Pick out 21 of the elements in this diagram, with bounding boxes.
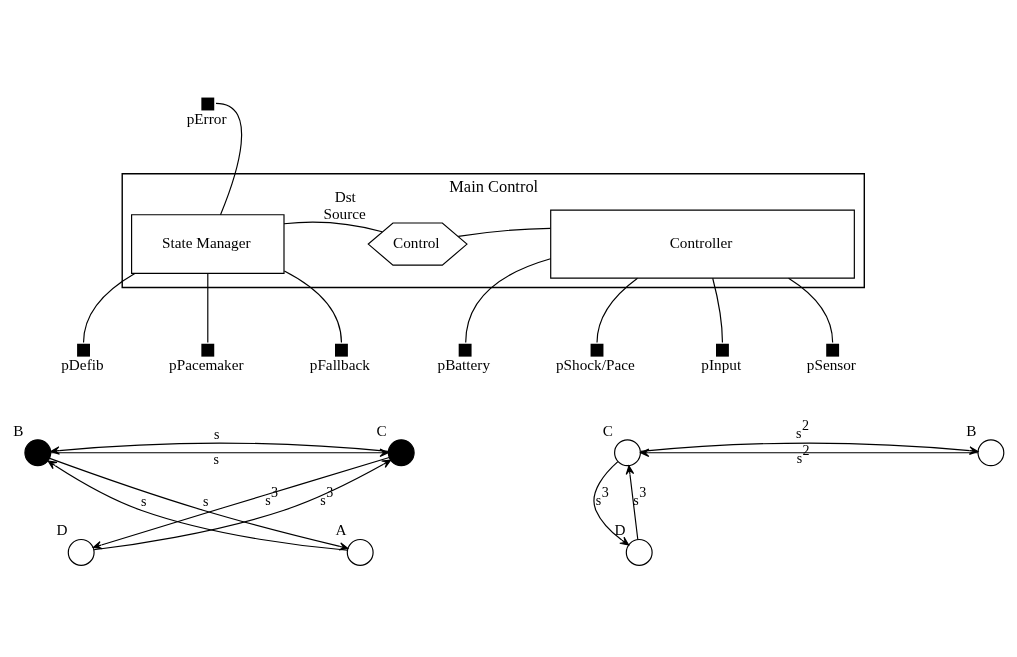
node-label: A — [335, 521, 347, 539]
node-label: B — [13, 421, 24, 439]
node-label: pDefib — [61, 356, 104, 373]
node-label: Source — [323, 204, 366, 222]
node-label: pBattery — [437, 356, 491, 373]
edge-label: s — [203, 493, 209, 510]
node-label: pShock/Pace — [555, 356, 635, 373]
node-label: Dst — [334, 188, 356, 206]
node-label: pFallback — [309, 356, 370, 373]
node-label: C — [602, 421, 614, 439]
edge-label: s — [213, 426, 220, 443]
node-label: C — [376, 421, 387, 439]
edge-label: s — [213, 451, 219, 468]
node-label: pInput — [701, 356, 742, 373]
node-label: B — [966, 421, 977, 439]
node-label: pError — [186, 109, 227, 127]
node-label: pPacemaker — [169, 356, 244, 373]
node-label: pSensor — [806, 356, 856, 373]
edge-label: s — [140, 493, 147, 510]
node-label: D — [614, 521, 626, 539]
node-label: D — [56, 521, 68, 539]
